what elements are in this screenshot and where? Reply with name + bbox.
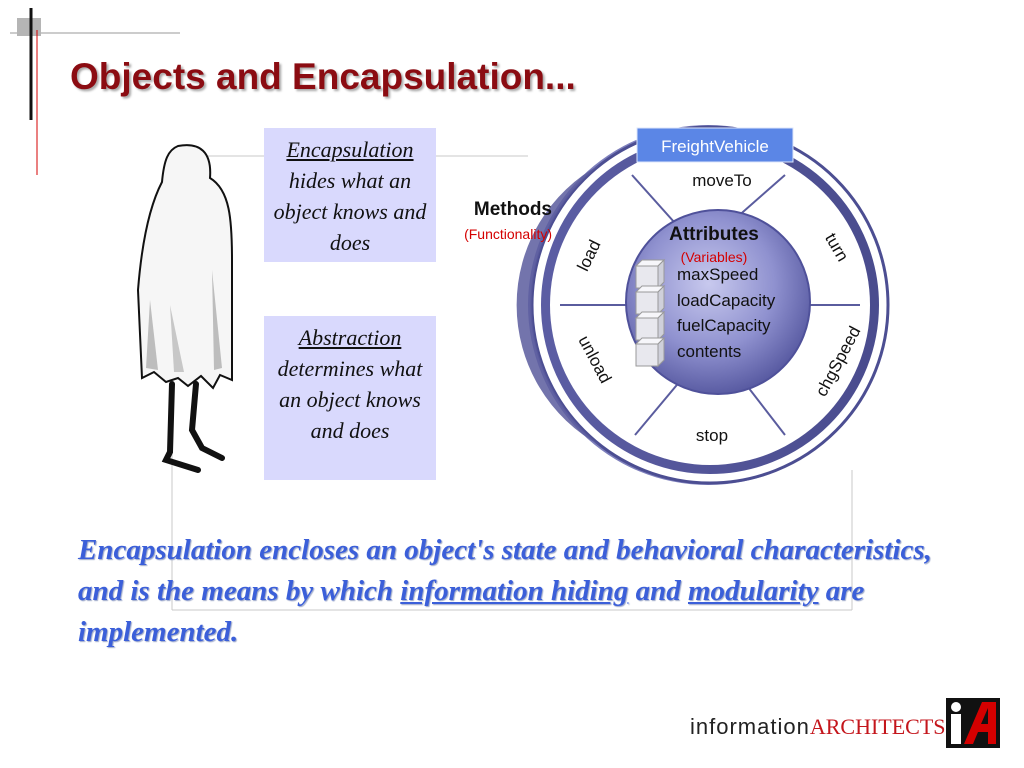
abstraction-description: determines what an object knows and does — [277, 356, 423, 443]
attribute-item: loadCapacity — [677, 291, 776, 310]
attributes-label: Attributes — [669, 224, 759, 245]
company-logo-text: informationARCHITECTS — [690, 714, 946, 740]
encapsulation-description: hides what an object knows and does — [273, 168, 427, 255]
object-name-box — [636, 127, 794, 163]
object-name-label: FreightVehicle — [661, 137, 769, 156]
corner-decoration — [10, 8, 280, 175]
attribute-item: contents — [677, 342, 741, 361]
abstraction-term: Abstraction — [298, 325, 402, 350]
attribute-item: maxSpeed — [677, 265, 758, 284]
ghost-figure — [136, 144, 233, 473]
encapsulation-term: Encapsulation — [286, 137, 414, 162]
attribute-item: fuelCapacity — [677, 316, 771, 335]
method-item: moveTo — [692, 171, 752, 190]
method-item: stop — [696, 426, 728, 445]
attribute-cubes — [634, 258, 666, 368]
encapsulation-callout: Encapsulation hides what an object knows… — [264, 128, 436, 262]
definition-text: Encapsulation encloses an object's state… — [78, 534, 932, 607]
logo-word-architects: ARCHITECTS — [809, 714, 946, 739]
methods-sub-label: (Functionality) — [464, 226, 552, 242]
abstraction-callout: Abstraction determines what an object kn… — [264, 316, 436, 480]
definition-text: and — [628, 575, 688, 607]
modularity-link[interactable]: modularity — [687, 575, 819, 607]
encapsulation-definition: Encapsulation encloses an object's state… — [78, 530, 978, 653]
logo-word-information: information — [690, 714, 810, 739]
information-hiding-link[interactable]: information hiding — [400, 575, 629, 607]
attributes-sub-label: (Variables) — [681, 249, 748, 265]
page-title: Objects and Encapsulation... — [70, 56, 576, 97]
methods-label: Methods — [474, 199, 552, 220]
definition-text: are implemented. — [78, 575, 865, 648]
ia-logo-icon — [946, 698, 1000, 748]
